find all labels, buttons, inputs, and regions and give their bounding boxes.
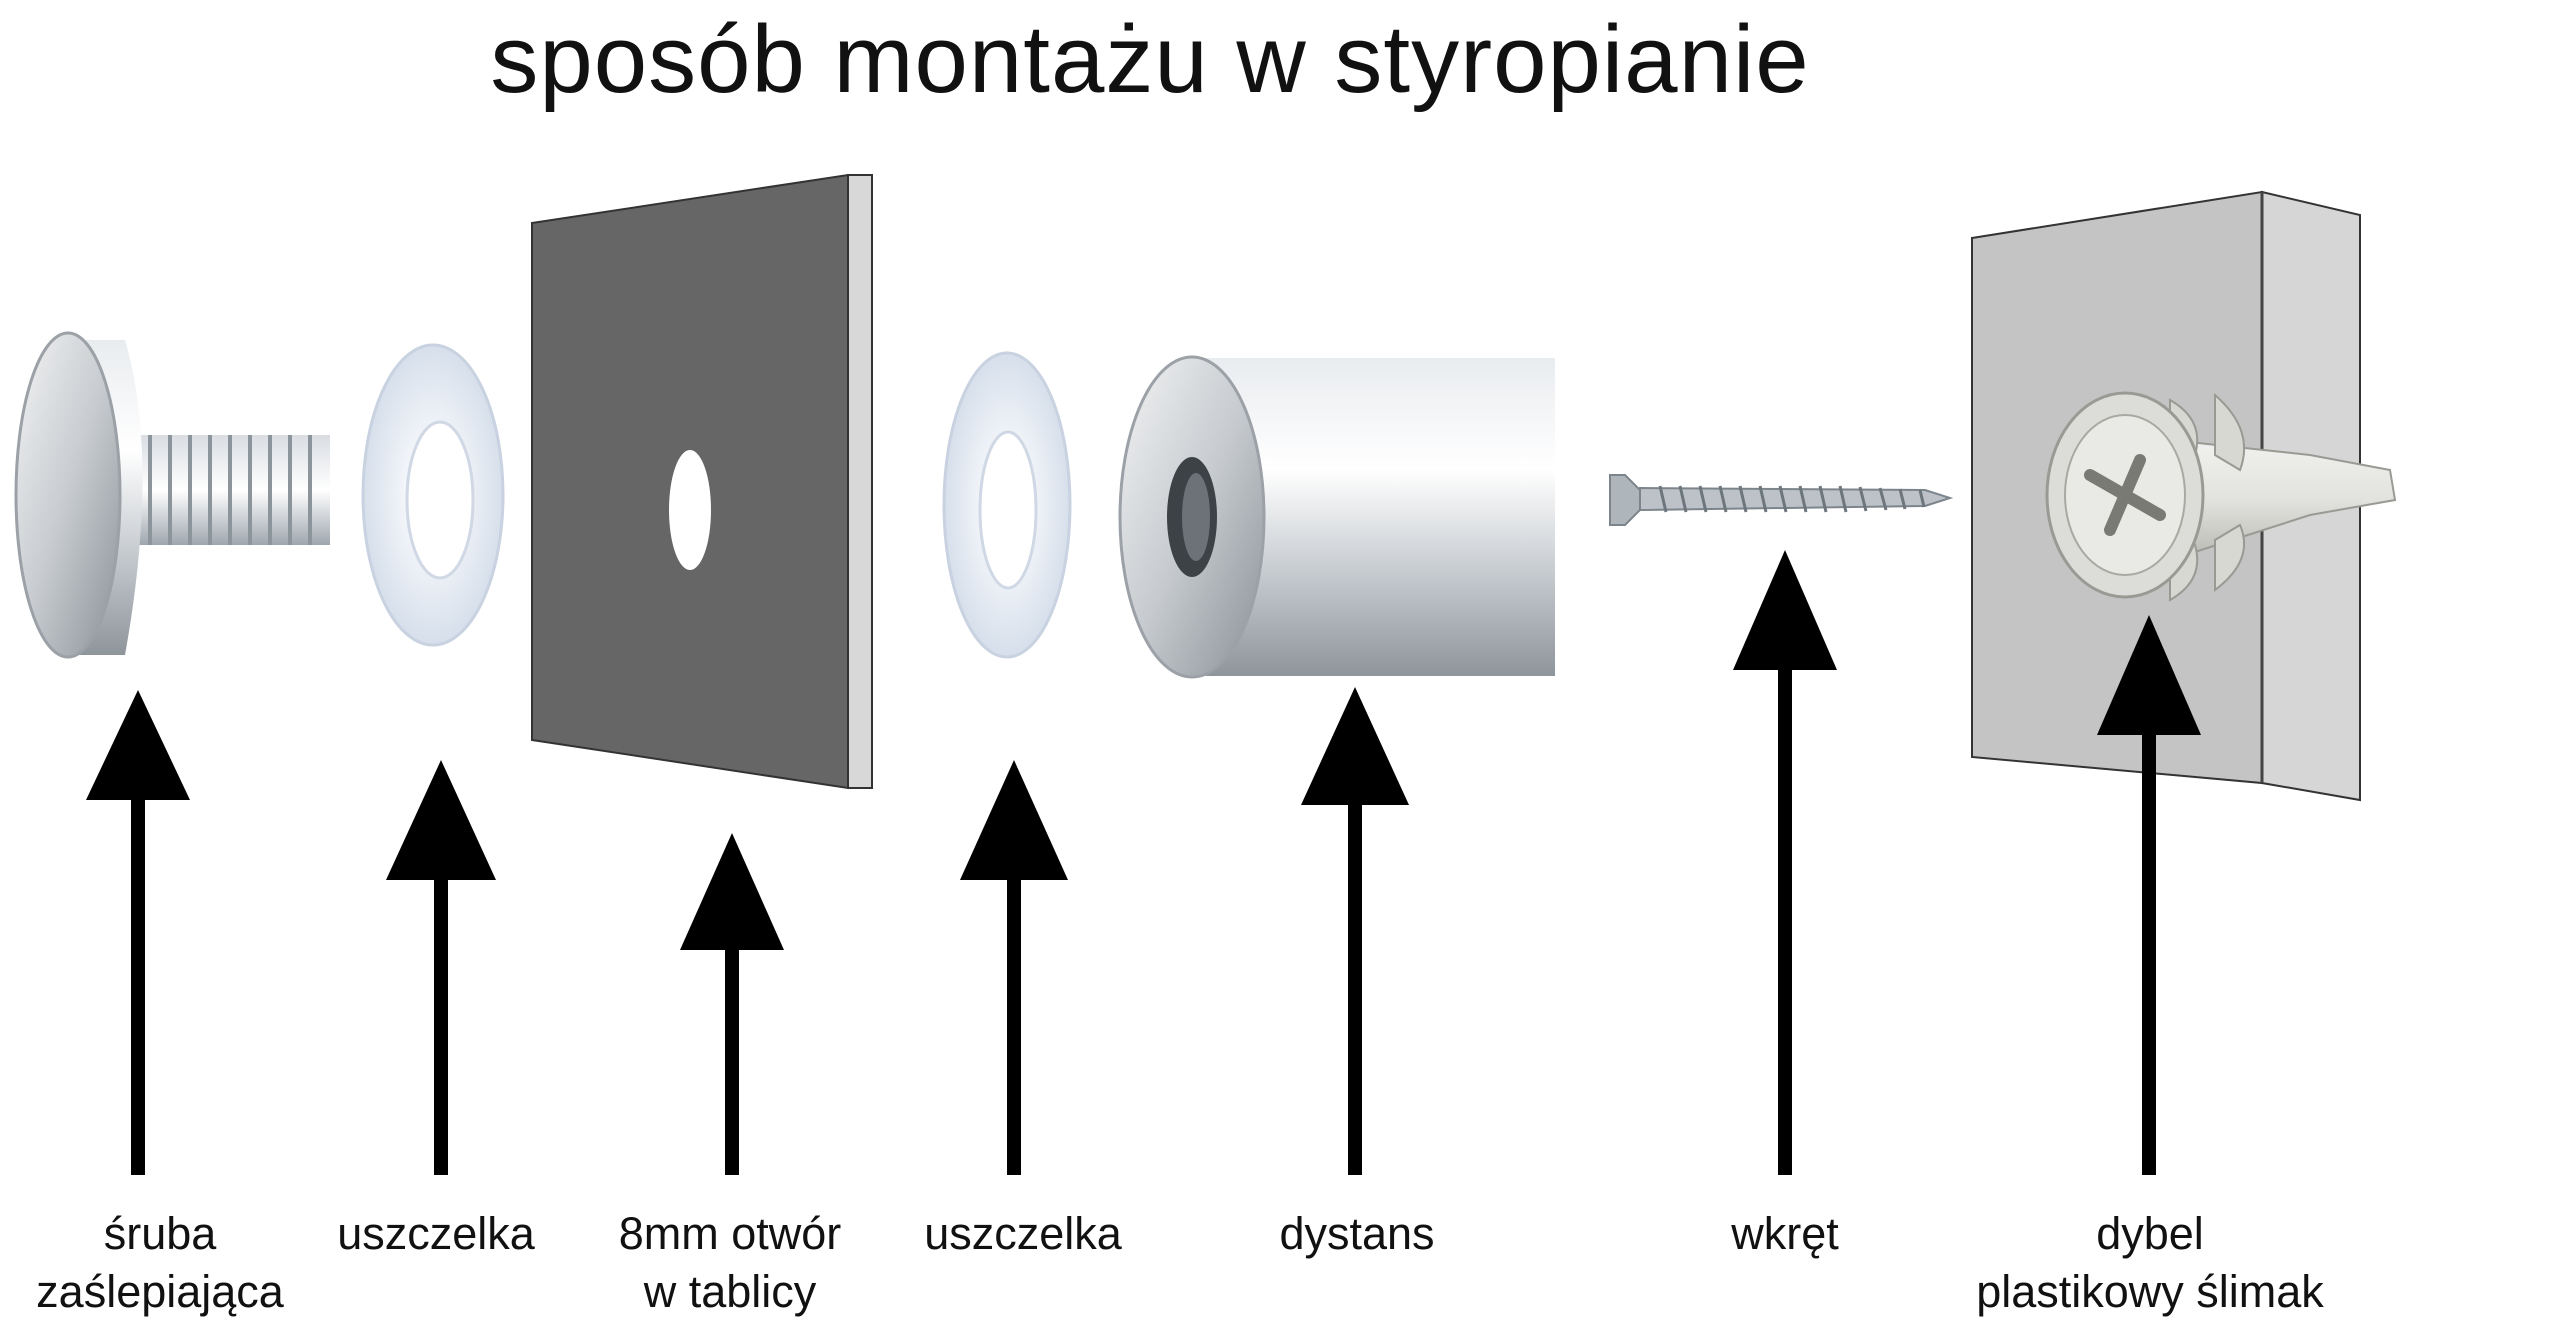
board-hole xyxy=(669,450,711,570)
label-wood-screw: wkręt xyxy=(1585,1205,1985,1263)
arrow-spacer xyxy=(1301,687,1409,1175)
arrow-washer-2 xyxy=(960,760,1068,1175)
board-illustration xyxy=(532,175,872,788)
arrow-plastic-anchor xyxy=(2097,615,2201,1175)
arrow-board xyxy=(680,833,784,1175)
washer-2-illustration xyxy=(944,353,1070,657)
arrow-cap-screw xyxy=(86,690,190,1175)
wood-screw-illustration xyxy=(1610,475,1950,525)
spacer-illustration xyxy=(1120,357,1555,677)
label-spacer: dystans xyxy=(1157,1205,1557,1263)
arrow-wood-screw xyxy=(1733,550,1837,1175)
washer-1-illustration xyxy=(363,345,503,645)
arrow-washer-1 xyxy=(386,760,496,1175)
cap-screw-illustration xyxy=(16,333,330,657)
